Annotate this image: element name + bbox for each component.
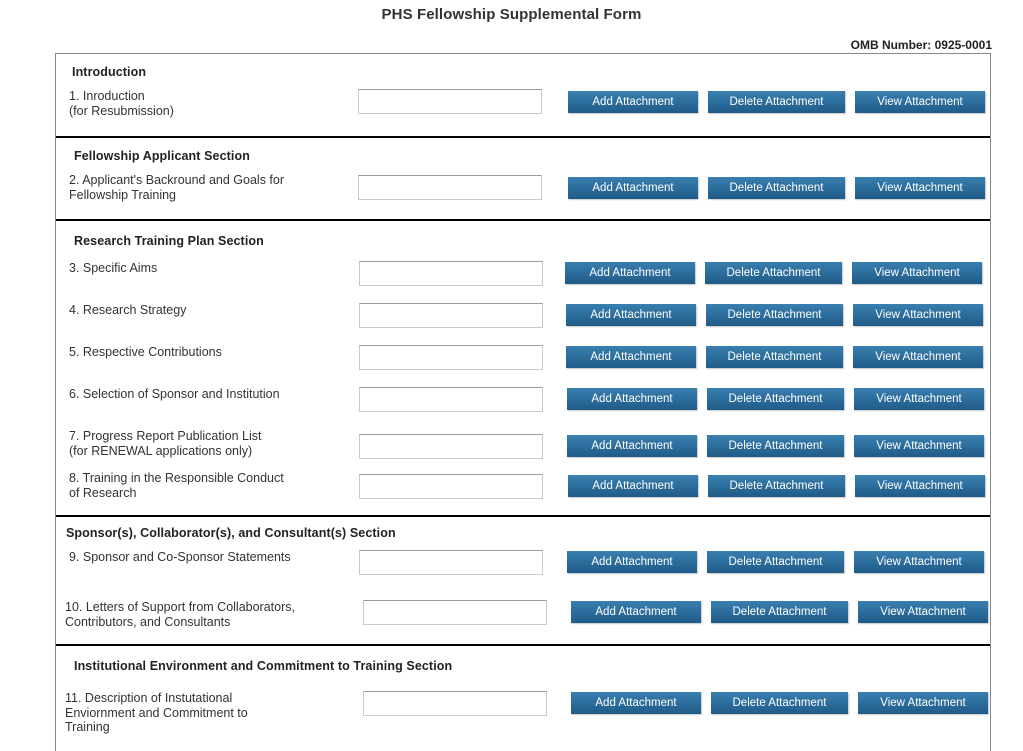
- attachment-field[interactable]: [359, 550, 543, 575]
- attachment-field[interactable]: [358, 89, 542, 114]
- section-introduction: Introduction 1. Inroduction (for Resubmi…: [56, 54, 990, 138]
- delete-attachment-button[interactable]: Delete Attachment: [707, 388, 844, 410]
- view-attachment-button[interactable]: View Attachment: [855, 91, 985, 113]
- row-label: 10. Letters of Support from Collaborator…: [65, 600, 295, 629]
- button-group: Add Attachment Delete Attachment View At…: [567, 551, 984, 573]
- button-group: Add Attachment Delete Attachment View At…: [568, 177, 985, 199]
- section-heading: Sponsor(s), Collaborator(s), and Consult…: [66, 526, 396, 540]
- form-row: 8. Training in the Responsible Conduct o…: [56, 465, 990, 507]
- button-group: Add Attachment Delete Attachment View At…: [568, 91, 985, 113]
- attachment-field[interactable]: [359, 303, 543, 328]
- view-attachment-button[interactable]: View Attachment: [854, 435, 984, 457]
- delete-attachment-button[interactable]: Delete Attachment: [708, 91, 845, 113]
- view-attachment-button[interactable]: View Attachment: [853, 346, 983, 368]
- add-attachment-button[interactable]: Add Attachment: [571, 692, 701, 714]
- delete-attachment-button[interactable]: Delete Attachment: [706, 304, 843, 326]
- add-attachment-button[interactable]: Add Attachment: [566, 304, 696, 326]
- add-attachment-button[interactable]: Add Attachment: [567, 551, 697, 573]
- form-row: 6. Selection of Sponsor and Institution …: [56, 381, 990, 423]
- delete-attachment-button[interactable]: Delete Attachment: [711, 601, 848, 623]
- form-row: 7. Progress Report Publication List (for…: [56, 423, 990, 465]
- view-attachment-button[interactable]: View Attachment: [854, 551, 984, 573]
- add-attachment-button[interactable]: Add Attachment: [568, 475, 698, 497]
- button-group: Add Attachment Delete Attachment View At…: [568, 475, 985, 497]
- section-heading: Institutional Environment and Commitment…: [74, 659, 453, 673]
- delete-attachment-button[interactable]: Delete Attachment: [711, 692, 848, 714]
- attachment-field[interactable]: [363, 691, 547, 716]
- form-row: 9. Sponsor and Co-Sponsor Statements Add…: [56, 544, 990, 588]
- button-group: Add Attachment Delete Attachment View At…: [566, 346, 983, 368]
- add-attachment-button[interactable]: Add Attachment: [567, 435, 697, 457]
- attachment-field[interactable]: [359, 345, 543, 370]
- view-attachment-button[interactable]: View Attachment: [852, 262, 982, 284]
- row-label: 2. Applicant's Backround and Goals for F…: [69, 173, 285, 202]
- form-row: 5. Respective Contributions Add Attachme…: [56, 339, 990, 381]
- form-row: 3. Specific Aims Add Attachment Delete A…: [56, 255, 990, 297]
- add-attachment-button[interactable]: Add Attachment: [565, 262, 695, 284]
- row-label: 6. Selection of Sponsor and Institution: [69, 387, 280, 401]
- row-label: 1. Inroduction (for Resubmission): [69, 89, 174, 118]
- view-attachment-button[interactable]: View Attachment: [854, 388, 984, 410]
- attachment-field[interactable]: [363, 600, 547, 625]
- add-attachment-button[interactable]: Add Attachment: [571, 601, 701, 623]
- button-group: Add Attachment Delete Attachment View At…: [571, 692, 988, 714]
- delete-attachment-button[interactable]: Delete Attachment: [707, 435, 844, 457]
- add-attachment-button[interactable]: Add Attachment: [568, 177, 698, 199]
- add-attachment-button[interactable]: Add Attachment: [568, 91, 698, 113]
- attachment-field[interactable]: [359, 434, 543, 459]
- attachment-field[interactable]: [359, 261, 543, 286]
- row-label: 9. Sponsor and Co-Sponsor Statements: [69, 550, 291, 564]
- form-row: 11. Description of Instutational Enviorn…: [56, 681, 990, 745]
- delete-attachment-button[interactable]: Delete Attachment: [707, 551, 844, 573]
- attachment-field[interactable]: [359, 387, 543, 412]
- row-label: 4. Research Strategy: [69, 303, 187, 317]
- button-group: Add Attachment Delete Attachment View At…: [567, 388, 984, 410]
- add-attachment-button[interactable]: Add Attachment: [566, 346, 696, 368]
- section-institutional-environment: Institutional Environment and Commitment…: [56, 646, 990, 751]
- view-attachment-button[interactable]: View Attachment: [855, 177, 985, 199]
- form-row: 1. Inroduction (for Resubmission) Add At…: [56, 81, 990, 132]
- attachment-field[interactable]: [359, 474, 543, 499]
- row-label: 3. Specific Aims: [69, 261, 158, 275]
- section-heading: Fellowship Applicant Section: [74, 149, 250, 163]
- attachment-field[interactable]: [358, 175, 542, 200]
- button-group: Add Attachment Delete Attachment View At…: [571, 601, 988, 623]
- button-group: Add Attachment Delete Attachment View At…: [566, 304, 983, 326]
- add-attachment-button[interactable]: Add Attachment: [567, 388, 697, 410]
- delete-attachment-button[interactable]: Delete Attachment: [708, 475, 845, 497]
- section-sponsor-collaborator-consultant: Sponsor(s), Collaborator(s), and Consult…: [56, 517, 990, 646]
- delete-attachment-button[interactable]: Delete Attachment: [705, 262, 842, 284]
- omb-number: OMB Number: 0925-0001: [850, 38, 992, 52]
- form-row: 4. Research Strategy Add Attachment Dele…: [56, 297, 990, 339]
- form-container: Introduction 1. Inroduction (for Resubmi…: [55, 53, 991, 751]
- page-title: PHS Fellowship Supplemental Form: [381, 6, 642, 23]
- row-label: 11. Description of Instutational Enviorn…: [65, 691, 248, 734]
- button-group: Add Attachment Delete Attachment View At…: [565, 262, 982, 284]
- form-row: 10. Letters of Support from Collaborator…: [56, 588, 990, 644]
- form-row: 2. Applicant's Backround and Goals for F…: [56, 165, 990, 219]
- view-attachment-button[interactable]: View Attachment: [853, 304, 983, 326]
- delete-attachment-button[interactable]: Delete Attachment: [708, 177, 845, 199]
- section-fellowship-applicant: Fellowship Applicant Section 2. Applican…: [56, 138, 990, 221]
- view-attachment-button[interactable]: View Attachment: [858, 692, 988, 714]
- view-attachment-button[interactable]: View Attachment: [858, 601, 988, 623]
- section-heading: Research Training Plan Section: [74, 234, 264, 248]
- delete-attachment-button[interactable]: Delete Attachment: [706, 346, 843, 368]
- button-group: Add Attachment Delete Attachment View At…: [567, 435, 984, 457]
- row-label: 7. Progress Report Publication List (for…: [69, 429, 262, 458]
- section-research-training-plan: Research Training Plan Section 3. Specif…: [56, 221, 990, 517]
- row-label: 5. Respective Contributions: [69, 345, 222, 359]
- row-label: 8. Training in the Responsible Conduct o…: [69, 471, 284, 500]
- section-heading: Introduction: [72, 65, 147, 79]
- view-attachment-button[interactable]: View Attachment: [855, 475, 985, 497]
